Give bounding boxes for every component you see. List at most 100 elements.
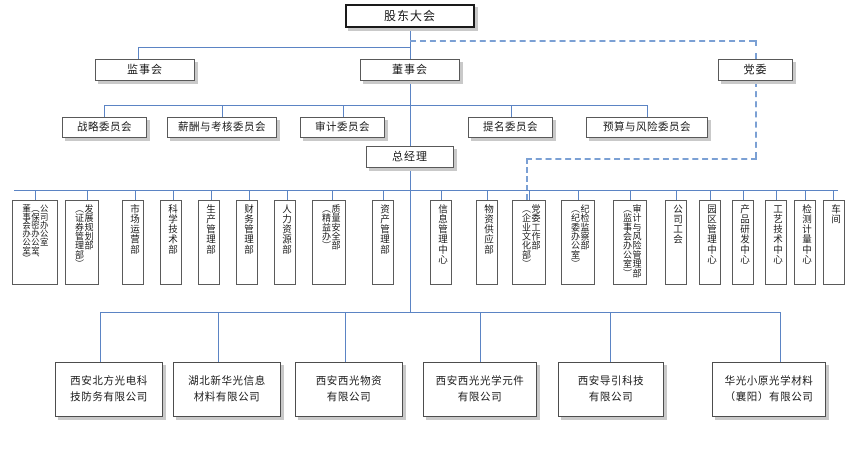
node-subsidiary-2[interactable]: 西安西光物资 有限公司 — [295, 362, 403, 417]
node-dept-party-work[interactable]: 党委工作部 （企业文化部） — [512, 200, 546, 285]
connector-dept-drop-1 — [87, 190, 88, 200]
connector-committee-bus — [104, 105, 647, 106]
node-dept-park-management-center[interactable]: 园区管理中心 — [699, 200, 721, 285]
node-subsidiary-4[interactable]: 西安导引科技 有限公司 — [558, 362, 664, 417]
dept-line-1: （企业文化部） — [520, 204, 530, 269]
subsidiary-label: 西安北方光电科 技防务有限公司 — [70, 374, 148, 406]
subsidiary-line-1: 材料有限公司 — [193, 390, 261, 403]
subsidiary-label: 西安导引科技 有限公司 — [578, 374, 645, 406]
connector-dept-drop-8 — [383, 190, 384, 200]
connector-subsidiary-bus — [100, 312, 780, 313]
node-dept-product-rd-center[interactable]: 产品研发中心 — [732, 200, 754, 285]
dept-line-0: 物资供应部 — [481, 204, 493, 255]
node-party-committee[interactable]: 党委 — [718, 59, 793, 81]
node-dept-finance-management[interactable]: 财务管理部 — [236, 200, 258, 285]
subsidiary-line-1: （襄阳）有限公司 — [724, 390, 814, 403]
node-dept-material-supply[interactable]: 物资供应部 — [476, 200, 498, 285]
connector-committee-drop-3 — [511, 105, 512, 117]
dept-line-0: 纪检监察部 — [578, 204, 589, 250]
node-board-of-directors[interactable]: 董事会 — [360, 59, 460, 81]
node-dept-company-office[interactable]: 公司办公室 （保密办公室、 董事会办公室） — [12, 200, 58, 285]
connector-subsidiary-drop-1 — [218, 312, 219, 362]
node-dept-human-resources[interactable]: 人力资源部 — [274, 200, 296, 285]
connector-dept-drop-4 — [211, 190, 212, 200]
connector-dashed-party-into-bus — [526, 158, 528, 200]
dept-line-1: （监事会办公室） — [621, 204, 631, 278]
node-committee-compensation[interactable]: 薪酬与考核委员会 — [167, 117, 277, 138]
node-dept-development-planning[interactable]: 发展规划部 （证券管理部） — [65, 200, 99, 285]
connector-dept-bus — [14, 190, 838, 191]
node-committee-strategy[interactable]: 战略委员会 — [62, 117, 147, 138]
node-dept-testing-metrology-center[interactable]: 检测计量中心 — [794, 200, 816, 285]
node-supervisory-board[interactable]: 监事会 — [95, 59, 195, 81]
subsidiary-line-0: 湖北新华光信息 — [188, 374, 266, 387]
connector-gm-to-subsidiary-bus — [410, 190, 411, 312]
node-dept-process-technology-center[interactable]: 工艺技术中心 — [765, 200, 787, 285]
node-dept-quality-safety[interactable]: 质量安全部 （精益办） — [312, 200, 346, 285]
node-dept-labor-union[interactable]: 公司工会 — [665, 200, 687, 285]
dept-line-0: 检测计量中心 — [799, 204, 811, 265]
subsidiary-label: 华光小原光学材料 （襄阳）有限公司 — [725, 374, 814, 406]
node-dept-science-technology[interactable]: 科学技术部 — [160, 200, 182, 285]
node-dept-workshop[interactable]: 车间 — [823, 200, 845, 285]
dept-line-0: 产品研发中心 — [737, 204, 749, 265]
subsidiary-label: 西安西光光学元件 有限公司 — [436, 374, 525, 406]
node-dept-information-center[interactable]: 信息管理中心 — [430, 200, 452, 285]
connector-board-to-gm — [410, 105, 411, 146]
node-subsidiary-1[interactable]: 湖北新华光信息 材料有限公司 — [173, 362, 281, 417]
dept-line-0: 发展规划部 — [82, 204, 93, 250]
node-committee-budget-risk[interactable]: 预算与风险委员会 — [586, 117, 708, 138]
connector-dept-drop-16 — [743, 190, 744, 200]
node-committee-audit[interactable]: 审计委员会 — [300, 117, 385, 138]
connector-to-board-of-directors — [410, 47, 411, 59]
dept-line-2: 董事会办公室） — [21, 204, 32, 263]
node-general-manager[interactable]: 总经理 — [366, 146, 454, 168]
connector-dept-drop-0 — [35, 190, 36, 200]
connector-subsidiary-drop-2 — [345, 312, 346, 362]
node-dept-audit-risk-management[interactable]: 审计与风险管理部 （监事会办公室） — [613, 200, 647, 285]
subsidiary-line-1: 有限公司 — [326, 390, 372, 403]
connector-dept-drop-18 — [805, 190, 806, 200]
dept-line-0: 工艺技术中心 — [770, 204, 782, 265]
connector-to-supervisory-board — [138, 47, 139, 59]
node-dept-production-management[interactable]: 生产管理部 — [198, 200, 220, 285]
connector-dept-drop-9 — [441, 190, 442, 200]
subsidiary-line-0: 西安西光光学元件 — [435, 374, 525, 387]
subsidiary-line-0: 西安西光物资 — [315, 374, 383, 387]
connector-dept-drop-3 — [173, 190, 174, 200]
connector-dashed-party-side — [755, 81, 757, 158]
node-dept-market-operations[interactable]: 市场运营部 — [122, 200, 144, 285]
connector-dept-drop-19 — [833, 190, 834, 200]
connector-committee-drop-0 — [104, 105, 105, 117]
node-subsidiary-0[interactable]: 西安北方光电科 技防务有限公司 — [55, 362, 163, 417]
connector-level2-bus — [138, 47, 410, 48]
subsidiary-line-0: 西安北方光电科 — [70, 374, 148, 387]
dept-line-0: 车间 — [828, 204, 840, 225]
node-committee-nomination[interactable]: 提名委员会 — [468, 117, 553, 138]
connector-subsidiary-drop-5 — [780, 312, 781, 362]
dept-line-0: 资产管理部 — [377, 204, 389, 255]
dept-line-0: 市场运营部 — [127, 204, 139, 255]
connector-dashed-party-down — [755, 40, 757, 59]
dept-line-0: 公司工会 — [670, 204, 682, 245]
node-dept-asset-management[interactable]: 资产管理部 — [372, 200, 394, 285]
dept-line-0: 公司办公室 — [39, 204, 50, 246]
connector-dept-drop-2 — [135, 190, 136, 200]
subsidiary-line-1: 技防务有限公司 — [70, 390, 148, 403]
connector-subsidiary-drop-0 — [100, 312, 101, 362]
node-subsidiary-3[interactable]: 西安西光光学元件 有限公司 — [423, 362, 537, 417]
dept-line-0: 质量安全部 — [329, 204, 340, 250]
subsidiary-line-0: 华光小原光学材料 — [724, 374, 814, 387]
connector-dashed-to-party-top — [410, 40, 755, 42]
node-subsidiary-5[interactable]: 华光小原光学材料 （襄阳）有限公司 — [712, 362, 826, 417]
node-dept-discipline-inspection[interactable]: 纪检监察部 （纪委办公室） — [561, 200, 595, 285]
connector-top-trunk — [410, 28, 411, 47]
connector-dept-drop-5 — [249, 190, 250, 200]
dept-line-0: 园区管理中心 — [704, 204, 716, 265]
subsidiary-line-1: 有限公司 — [588, 390, 634, 403]
node-shareholders-meeting[interactable]: 股东大会 — [345, 4, 475, 28]
dept-line-0: 信息管理中心 — [435, 204, 447, 265]
connector-dept-drop-7 — [332, 190, 333, 200]
subsidiary-line-0: 西安导引科技 — [577, 374, 645, 387]
